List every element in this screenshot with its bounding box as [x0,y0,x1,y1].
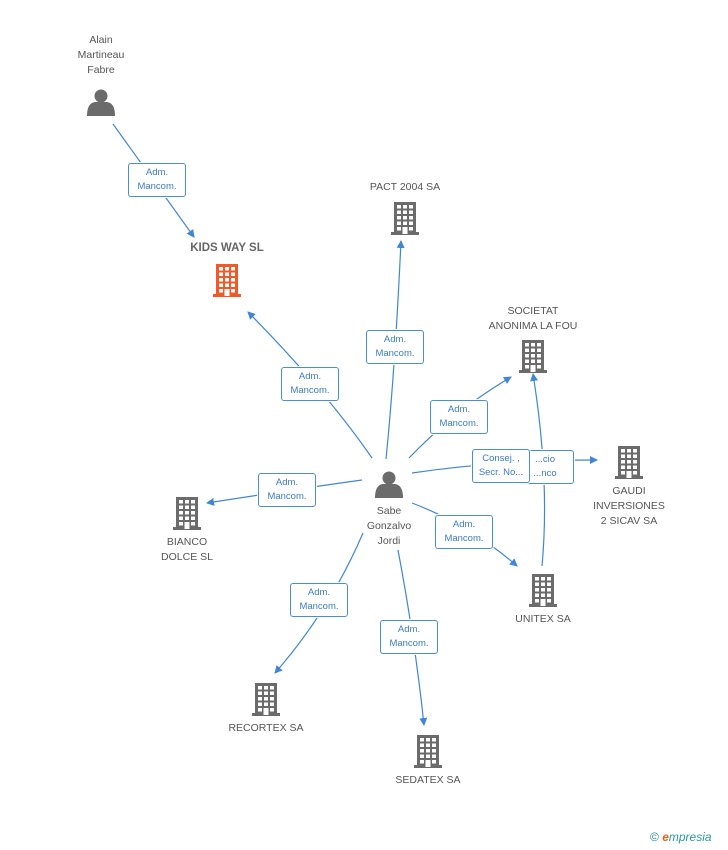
empresia-logo-text: mpresia [668,830,712,844]
node-label-sedatex[interactable]: SEDATEX SA [395,774,461,786]
node-label-societat[interactable]: SOCIETAT ANONIMA LA FOU [488,305,578,332]
edge-label-sabe-to-bianco[interactable]: Adm. Mancom. [258,473,316,507]
edge-label-sabe-to-societat[interactable]: Adm. Mancom. [430,400,488,434]
building-icon-gaudi[interactable] [615,446,643,479]
edge-label-sabe-to-sedatex[interactable]: Adm. Mancom. [380,620,438,654]
node-label-bianco[interactable]: BIANCO DOLCE SL [161,536,213,563]
person-icon-sabe[interactable] [375,471,403,499]
building-icon-kids[interactable] [213,264,241,297]
edge-label-sabe-to-unitex[interactable]: Adm. Mancom. [435,515,493,549]
empresia-logo-e: e [662,830,669,844]
building-icon-recortex[interactable] [252,683,280,716]
empresia-watermark: © empresia [650,830,712,844]
edge-label-sabe-to-gaudi[interactable]: Consej. , Secr. No... [472,449,530,483]
edge-label-sabe-to-kids[interactable]: Adm. Mancom. [281,367,339,401]
node-label-gaudi[interactable]: GAUDI INVERSIONES 2 SICAV SA [593,485,665,527]
node-label-pact[interactable]: PACT 2004 SA [369,181,441,193]
building-icon-sedatex[interactable] [414,735,442,768]
edge-label-alain-to-kids[interactable]: Adm. Mancom. [128,163,186,197]
person-icon-alain[interactable] [87,89,115,117]
building-icon-bianco[interactable] [173,497,201,530]
node-label-kids[interactable]: KIDS WAY SL [190,242,264,254]
node-label-unitex[interactable]: UNITEX SA [515,613,571,625]
building-icon-pact[interactable] [391,202,419,235]
node-label-alain[interactable]: Alain Martineau Fabre [77,34,125,76]
edge-label-sabe-to-pact[interactable]: Adm. Mancom. [366,330,424,364]
node-label-recortex[interactable]: RECORTEX SA [228,722,304,734]
building-icon-societat[interactable] [519,340,547,373]
copyright-symbol: © [650,830,659,844]
edge-label-sabe-to-recortex[interactable]: Adm. Mancom. [290,583,348,617]
building-icon-unitex[interactable] [529,574,557,607]
node-label-sabe[interactable]: Sabe Gonzalvo Jordi [366,505,412,547]
